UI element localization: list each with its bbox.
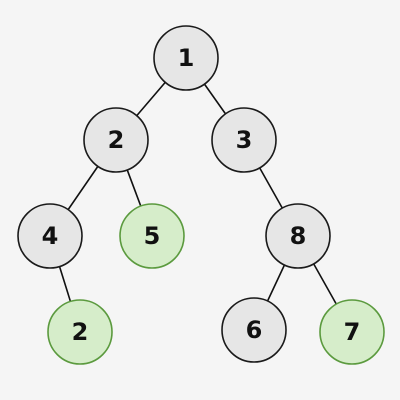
node-circle [211, 107, 277, 173]
node-circle [47, 299, 113, 365]
edges-layer [58, 81, 338, 305]
nodes-layer: 1 2 3 4 5 8 2 6 7 [17, 25, 385, 365]
node-circle [153, 25, 219, 91]
edge-n3-n8 [258, 167, 284, 209]
node-label: 4 [42, 222, 59, 250]
node-circle [119, 203, 185, 269]
tree-node-n4: 4 [17, 203, 83, 269]
node-label: 3 [236, 126, 253, 154]
node-label: 1 [178, 44, 195, 72]
node-label: 6 [246, 316, 263, 344]
tree-node-n7: 7 [319, 299, 385, 365]
tree-node-n5: 5 [119, 203, 185, 269]
edge-n4-n2b [58, 266, 72, 302]
node-circle [265, 203, 331, 269]
node-label: 8 [290, 222, 307, 250]
node-circle [17, 203, 83, 269]
tree-node-n2: 2 [83, 107, 149, 173]
edge-n2-n5 [126, 169, 142, 207]
tree-node-n3: 3 [211, 107, 277, 173]
node-circle [221, 297, 287, 363]
tree-node-n8: 8 [265, 203, 331, 269]
tree-node-n2b: 2 [47, 299, 113, 365]
node-label: 2 [72, 318, 89, 346]
node-circle [83, 107, 149, 173]
edge-n1-n2 [136, 81, 166, 117]
node-label: 5 [144, 222, 161, 250]
edge-n2-n4 [67, 165, 99, 211]
node-circle [319, 299, 385, 365]
edge-n8-n6 [266, 264, 286, 302]
edge-n8-n7 [312, 263, 338, 305]
edge-n1-n3 [203, 83, 227, 115]
node-label: 2 [108, 126, 125, 154]
tree-node-n6: 6 [221, 297, 287, 363]
tree-node-n1: 1 [153, 25, 219, 91]
node-label: 7 [344, 318, 361, 346]
